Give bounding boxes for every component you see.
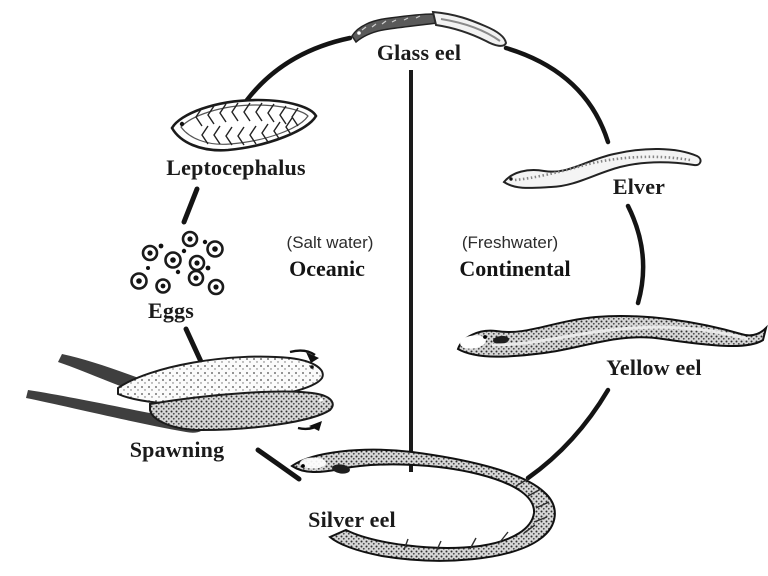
glass-eel-illustration	[351, 10, 508, 47]
leptocephalus-illustration	[170, 98, 318, 152]
label-yellow-eel: Yellow eel	[606, 355, 702, 380]
label-leptocephalus: Leptocephalus	[166, 155, 306, 180]
arc-glass-eel-to-leptocephalus	[244, 35, 353, 103]
spawning-eel-b-eye	[319, 398, 323, 402]
yellow-eel-illustration	[456, 315, 768, 358]
silver-eel-eye	[301, 464, 305, 468]
label-glass-eel: Glass eel	[376, 40, 462, 65]
label-salt-water: (Salt water)	[286, 233, 374, 252]
eggs-illustration	[130, 230, 225, 296]
arc-leptocephalus-to-eggs	[181, 186, 200, 225]
arc-elver-to-yellow-eel	[625, 203, 646, 306]
glass-eel-eye	[357, 31, 361, 35]
label-continental: Continental	[459, 256, 571, 281]
elver-eye	[509, 177, 513, 181]
label-freshwater: (Freshwater)	[461, 233, 559, 252]
arc-glass-eel-to-elver	[503, 45, 611, 145]
elver-illustration	[502, 148, 702, 189]
label-eggs: Eggs	[147, 298, 195, 323]
leptocephalus-eye	[179, 121, 185, 127]
cycle-arcs	[181, 35, 646, 482]
arc-eggs-to-spawning	[183, 326, 206, 369]
arc-silver-eel-to-spawning	[255, 447, 302, 482]
spawning-illustration	[26, 349, 334, 433]
spawning-eel-a-eye	[310, 365, 314, 369]
label-oceanic: Oceanic	[289, 256, 365, 281]
silver-eel-illustration	[290, 448, 556, 562]
yellow-eel-eye	[483, 335, 487, 339]
arc-yellow-eel-to-silver-eel	[525, 387, 611, 481]
label-elver: Elver	[612, 174, 666, 199]
label-spawning: Spawning	[129, 437, 225, 462]
label-silver-eel: Silver eel	[308, 507, 396, 532]
